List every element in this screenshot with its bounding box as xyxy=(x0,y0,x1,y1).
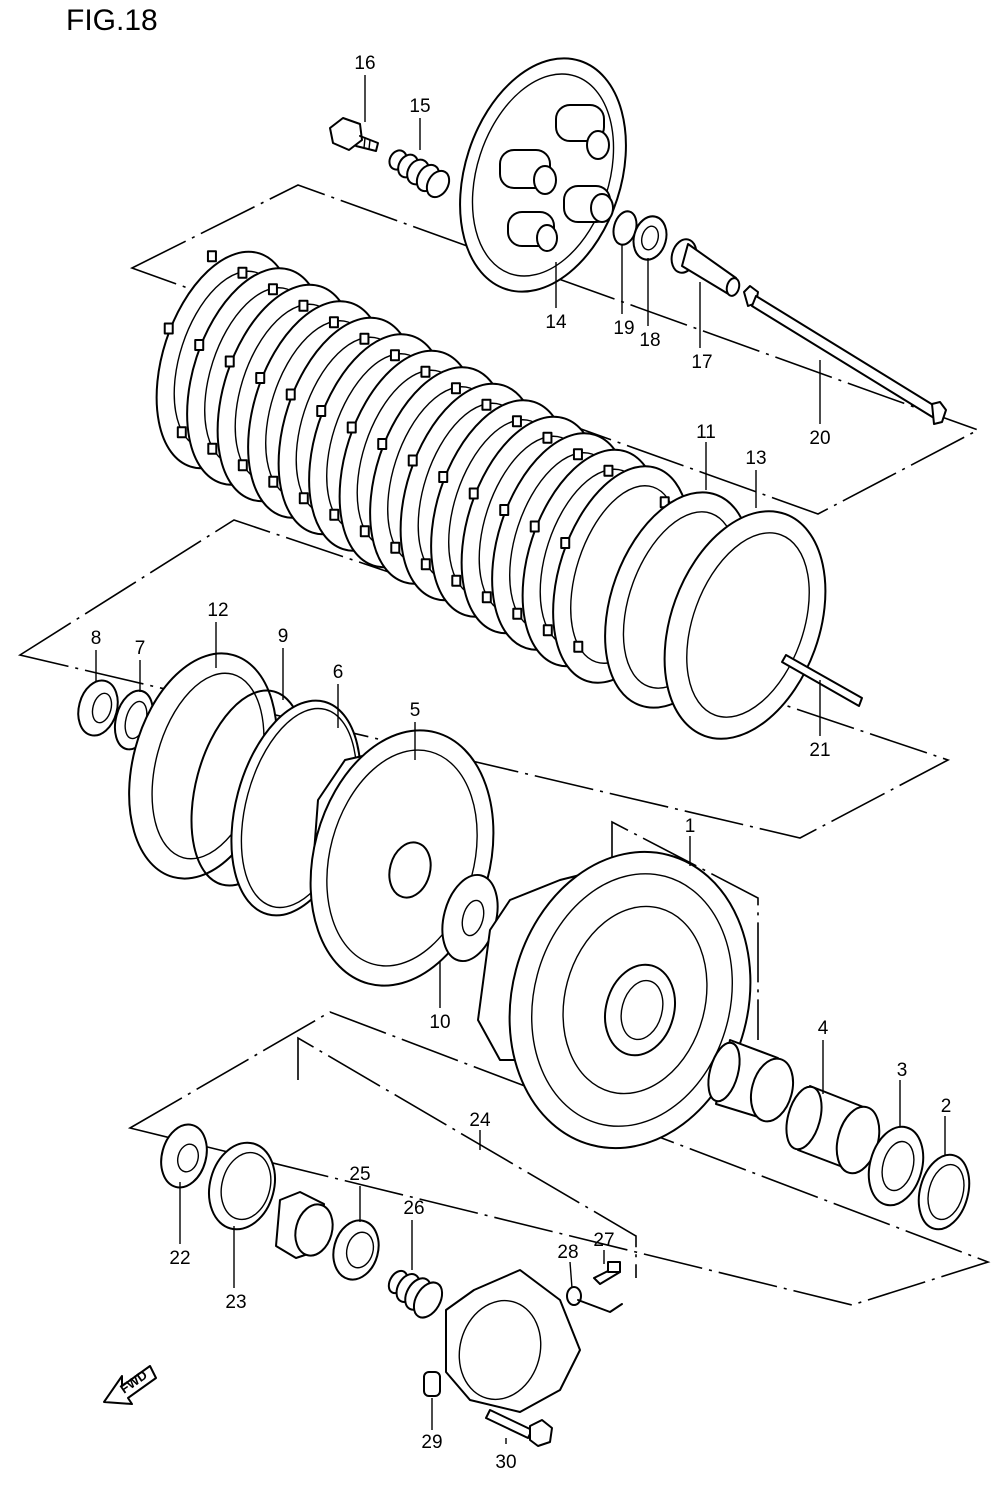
callout-11: 11 xyxy=(696,422,716,443)
callout-1: 1 xyxy=(685,816,696,837)
callout-7: 7 xyxy=(135,638,146,659)
bearing-18-part xyxy=(632,215,668,261)
clutch-plates-group-box xyxy=(129,184,980,515)
pressure-plate-part xyxy=(459,57,627,293)
callout-10: 10 xyxy=(429,1012,450,1033)
pressure-plate-bolt-part xyxy=(329,117,379,152)
seat-13-part xyxy=(663,510,827,740)
callout-13: 13 xyxy=(745,448,766,469)
figure-title: FIG.18 xyxy=(66,4,158,37)
callout-22: 22 xyxy=(169,1248,190,1269)
clutch-hub-group-box xyxy=(17,519,951,839)
item-24-bracket xyxy=(297,1036,637,1278)
callout-28: 28 xyxy=(557,1242,578,1263)
washer-2-part xyxy=(917,1153,971,1231)
callout-3: 3 xyxy=(897,1060,908,1081)
bolt-30-part xyxy=(485,1409,553,1447)
callout-19: 19 xyxy=(613,318,634,339)
oil-seal-22-part xyxy=(160,1123,208,1189)
piston-seal-23-part xyxy=(208,1141,276,1231)
callout-6: 6 xyxy=(333,662,344,683)
release-cylinder-body-part xyxy=(445,1269,581,1413)
spring-26-part xyxy=(387,1269,444,1319)
callout-14: 14 xyxy=(545,312,567,333)
callout-20: 20 xyxy=(809,428,830,449)
push-rod-20-part xyxy=(743,285,947,425)
pin-21-part xyxy=(781,654,863,707)
callout-12: 12 xyxy=(207,600,228,621)
cap-28-part xyxy=(566,1286,623,1313)
callout-30: 30 xyxy=(495,1452,516,1473)
clutch-spring-part xyxy=(388,149,451,199)
callout-2: 2 xyxy=(941,1096,952,1117)
callout-18: 18 xyxy=(639,330,660,351)
needle-bearing-4-part xyxy=(785,1085,881,1175)
callout-8: 8 xyxy=(91,628,102,649)
callout-5: 5 xyxy=(410,700,421,721)
callout-23: 23 xyxy=(225,1292,246,1313)
washer-3-part xyxy=(867,1125,925,1207)
bleeder-27-part xyxy=(593,1261,621,1285)
callout-4: 4 xyxy=(818,1018,829,1039)
spacer-part xyxy=(707,1039,795,1123)
forward-direction-icon: FWD xyxy=(103,1365,157,1405)
callout-16: 16 xyxy=(354,53,375,74)
seal-25-part xyxy=(332,1219,380,1281)
push-piece-17-part xyxy=(670,238,741,297)
callout-24: 24 xyxy=(469,1110,491,1131)
leader-lines xyxy=(95,75,946,1444)
callout-27: 27 xyxy=(593,1230,614,1251)
callout-17: 17 xyxy=(691,352,712,373)
callout-21: 21 xyxy=(809,740,830,761)
dowel-pin-29-part xyxy=(423,1371,441,1397)
callout-labels: 1 2 3 4 5 6 7 8 9 10 11 12 13 14 15 16 1… xyxy=(91,53,952,1473)
callout-25: 25 xyxy=(349,1164,370,1185)
release-cylinder-group-box xyxy=(127,1011,991,1306)
piston-part xyxy=(275,1191,334,1259)
callout-15: 15 xyxy=(409,96,430,117)
primary-driven-gear-1-part xyxy=(477,850,752,1150)
callout-9: 9 xyxy=(278,626,289,647)
callout-29: 29 xyxy=(421,1432,442,1453)
callout-26: 26 xyxy=(403,1198,424,1219)
